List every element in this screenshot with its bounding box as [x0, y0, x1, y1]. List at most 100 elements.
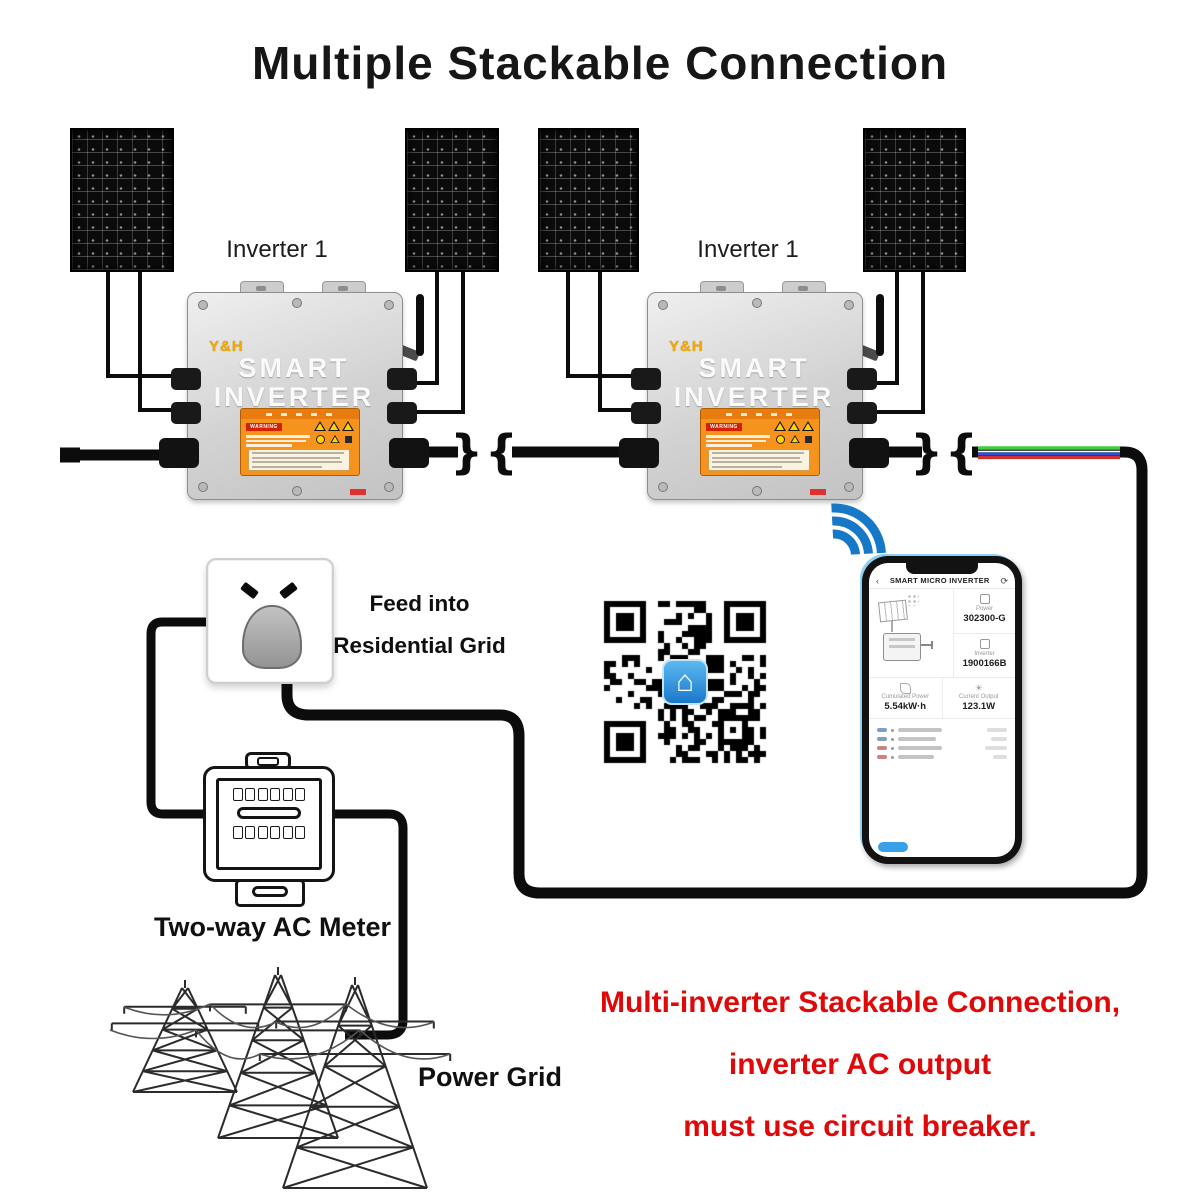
meter-digit — [257, 826, 268, 839]
page-title: Multiple Stackable Connection — [251, 37, 949, 89]
meter-digit — [257, 788, 268, 801]
product-name: SMART INVERTER — [673, 353, 835, 412]
screw — [752, 486, 762, 496]
power-line — [109, 1029, 197, 1040]
meter-register-top — [219, 788, 319, 801]
app-header: ‹ SMART MICRO INVERTER ⟳ — [869, 563, 1015, 589]
outlet-slot — [279, 581, 298, 600]
screw — [384, 482, 394, 492]
power-grid-label: Power Grid — [418, 1062, 563, 1092]
panel-sketch — [878, 599, 908, 623]
meter-digit — [295, 826, 306, 839]
meter-display-slot — [237, 807, 301, 819]
brand-logo: Y&H — [669, 338, 704, 355]
stat-icon — [979, 638, 990, 649]
sun-sketch — [907, 594, 919, 606]
refresh-icon: ⟳ — [1000, 575, 1008, 586]
product-name: SMART INVERTER — [213, 353, 375, 412]
app-home-icon: ⌂ — [662, 659, 708, 705]
ac-connector — [389, 438, 429, 468]
ac-connector — [619, 438, 659, 468]
dc-wires — [106, 268, 925, 414]
channel-list — [869, 719, 1015, 759]
screw — [658, 300, 668, 310]
cable-coupling-icon: }{ — [910, 425, 980, 479]
wall-outlet — [206, 558, 334, 684]
inverter2-label: Inverter 1 — [697, 236, 799, 263]
power-line — [195, 1029, 261, 1060]
label-spec-box — [248, 449, 350, 471]
meter-label: Two-way AC Meter — [153, 912, 392, 942]
status-mark — [810, 489, 826, 495]
warning-label: WARNING — [700, 408, 820, 476]
back-icon: ‹ — [876, 575, 879, 586]
app-main-panel: Power 302300-G Inverter 1900166B — [869, 589, 1015, 678]
app-title: SMART MICRO INVERTER — [889, 576, 990, 585]
dc-connector — [631, 402, 661, 424]
meter-face — [216, 778, 322, 870]
status-mark — [350, 489, 366, 495]
inverter1-label: Inverter 1 — [226, 236, 328, 263]
meter-digit — [245, 788, 256, 801]
kpi-output: ☀ Current Output 123.1W — [941, 678, 1016, 718]
solar-panel-2 — [405, 128, 499, 272]
transmission-tower — [258, 977, 452, 1189]
footnote: Multi-inverter Stackable Connection, inv… — [599, 986, 1121, 1143]
meter-digit — [270, 826, 281, 839]
phone-screen: ‹ SMART MICRO INVERTER ⟳ Power 302300-G — [869, 563, 1015, 857]
wifi-antenna — [876, 294, 884, 356]
stat-serial: Power 302300-G — [954, 589, 1015, 633]
outlet-slot — [240, 581, 259, 600]
ac-meter — [203, 752, 339, 908]
warning-triangle-icons — [774, 421, 814, 431]
three-phase-stripes — [978, 446, 1120, 460]
channel-row — [877, 728, 1007, 732]
warning-word: WARNING — [246, 423, 282, 431]
power-line — [259, 1029, 361, 1060]
plant-icon — [899, 683, 911, 694]
app-kpi-row: Cumulated Power 5.54kW·h ☀ Current Outpu… — [869, 678, 1015, 719]
meter-digit — [282, 788, 293, 801]
stats-column: Power 302300-G Inverter 1900166B — [953, 589, 1015, 677]
power-line — [209, 1003, 277, 1029]
hazard-icons — [776, 434, 812, 444]
power-line — [275, 1003, 347, 1029]
screw — [198, 300, 208, 310]
meter-digit — [245, 826, 256, 839]
ac-connector — [159, 438, 199, 468]
phone-notch — [906, 563, 978, 574]
wifi-antenna — [416, 294, 424, 356]
label-text-lines — [706, 435, 772, 449]
feed-loop-cable — [281, 446, 1148, 899]
app-button[interactable] — [878, 842, 908, 852]
dc-connector — [387, 368, 417, 390]
meter-digit — [270, 788, 281, 801]
meter-to-grid-wire — [330, 809, 408, 1040]
screw — [198, 482, 208, 492]
plug-sketch — [921, 641, 933, 649]
warning-label-header — [241, 409, 359, 419]
inverter-1: Y&H SMART INVERTER WARNING — [159, 281, 429, 500]
power-plug — [242, 605, 302, 669]
meter-digit — [232, 826, 243, 839]
ac-connector — [849, 438, 889, 468]
brand-logo: Y&H — [209, 338, 244, 355]
power-line — [123, 1003, 211, 1016]
solar-panel-1 — [70, 128, 174, 272]
channel-row — [877, 737, 1007, 741]
dc-connector — [847, 368, 877, 390]
solar-panel-4 — [863, 128, 966, 272]
grid-wires — [146, 617, 408, 1040]
channel-row — [877, 755, 1007, 759]
warning-triangle-icons — [314, 421, 354, 431]
meter-digit — [282, 826, 293, 839]
screw — [384, 300, 394, 310]
smartphone: ‹ SMART MICRO INVERTER ⟳ Power 302300-G — [862, 556, 1022, 864]
meter-digit — [295, 788, 306, 801]
outlet-to-meter-wire — [146, 617, 230, 819]
transmission-tower — [110, 980, 260, 1093]
dc-connector — [171, 368, 201, 390]
dc-connector — [847, 402, 877, 424]
dc-connector — [387, 402, 417, 424]
